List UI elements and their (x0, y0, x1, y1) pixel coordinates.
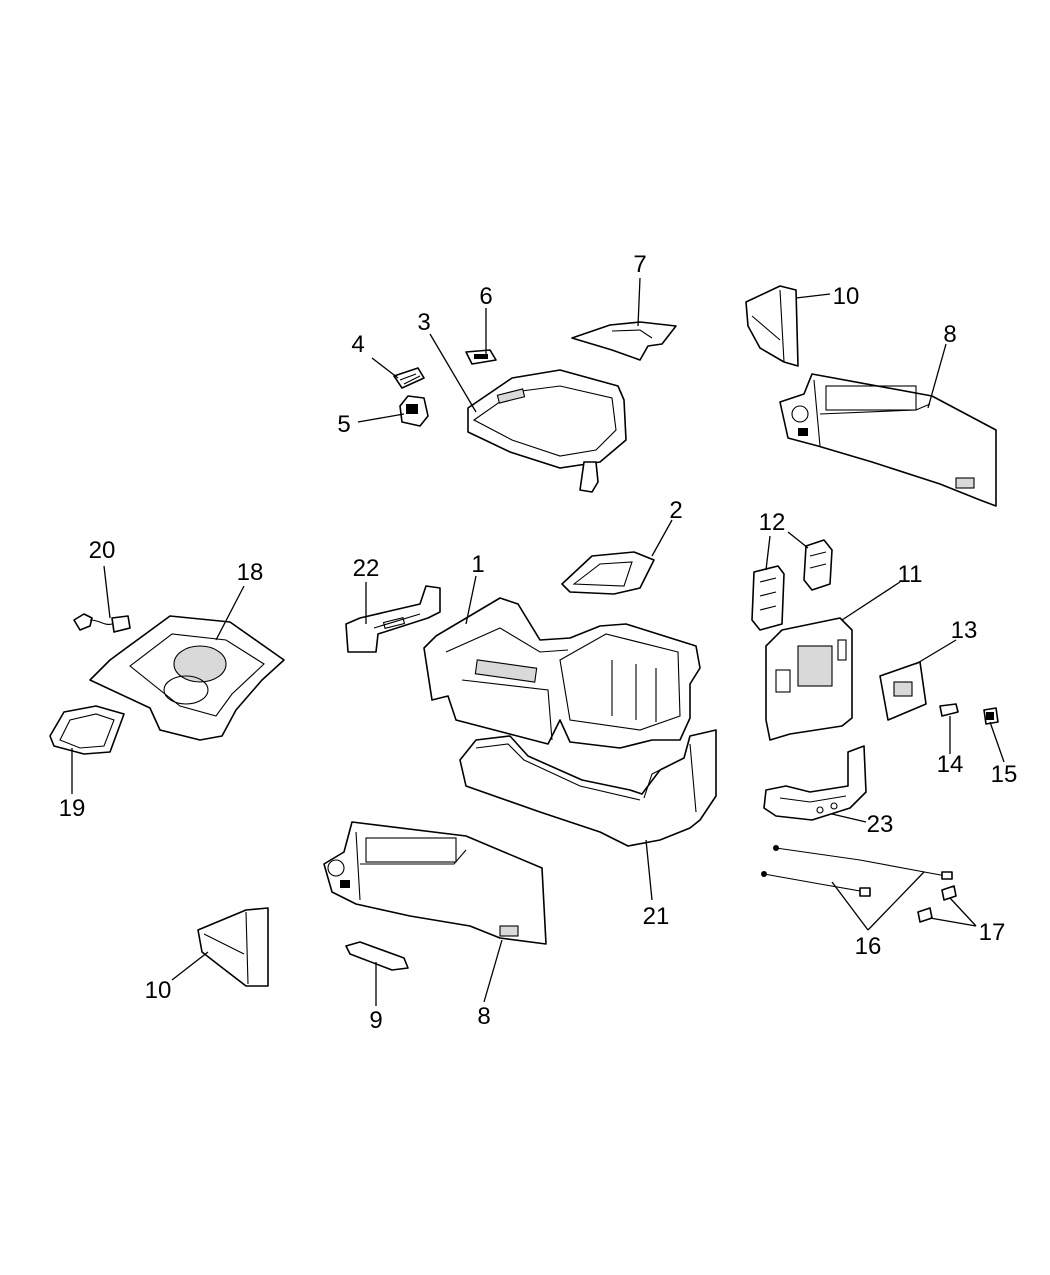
part-15-clip (983, 707, 999, 725)
callout-10-upper: 10 (833, 283, 860, 310)
part-4-latch (393, 367, 425, 389)
part-13-bezel (879, 661, 927, 721)
callout-4: 4 (351, 331, 364, 358)
callout-1: 1 (471, 551, 484, 578)
part-20-switch (73, 613, 131, 633)
part-12-switch-right (803, 539, 833, 591)
part-22-bracket (345, 585, 441, 653)
part-23-bracket (763, 745, 867, 821)
part-21-duct (459, 729, 717, 847)
callout-6: 6 (479, 283, 492, 310)
part-17-connector-lower (917, 907, 933, 923)
callout-15: 15 (991, 761, 1018, 788)
callout-5: 5 (337, 411, 350, 438)
callout-19: 19 (59, 795, 86, 822)
callout-8-upper: 8 (943, 321, 956, 348)
part-7-mat (571, 321, 677, 361)
callout-23: 23 (867, 811, 894, 838)
leader-lines (71, 277, 1005, 1006)
part-3-armrest-lid (467, 369, 627, 493)
callout-17: 17 (979, 919, 1006, 946)
part-18-cupholder (89, 615, 285, 741)
callout-2: 2 (669, 497, 682, 524)
callout-22: 22 (353, 555, 380, 582)
callout-12: 12 (759, 509, 786, 536)
callout-16: 16 (855, 933, 882, 960)
callout-20: 20 (89, 537, 116, 564)
part-16-wire-harness (761, 845, 953, 897)
callout-13: 13 (951, 617, 978, 644)
callout-14: 14 (937, 751, 964, 778)
part-12-switch-left (751, 565, 785, 631)
callout-11: 11 (898, 561, 923, 588)
part-19-mat (49, 705, 125, 755)
part-14-plug (939, 703, 959, 717)
callout-7: 7 (633, 251, 646, 278)
callout-18: 18 (237, 559, 264, 586)
callout-21: 21 (643, 903, 670, 930)
callout-9: 9 (369, 1007, 382, 1034)
callout-10-lower: 10 (145, 977, 172, 1004)
part-8-side-panel-upper (779, 373, 997, 507)
part-10-end-cap-lower (197, 907, 269, 987)
part-8-side-panel-lower (323, 821, 547, 945)
part-9-trim-strip (345, 941, 409, 971)
part-6-clip (465, 349, 497, 365)
callout-3: 3 (417, 309, 430, 336)
part-5-hinge (399, 395, 429, 427)
part-17-connector-upper (941, 885, 957, 901)
part-2-mat (561, 551, 655, 595)
part-1-console-base (423, 597, 701, 749)
part-11-rear-panel (765, 617, 853, 741)
callout-8-lower: 8 (477, 1003, 490, 1030)
part-10-end-cap-upper (745, 285, 799, 367)
